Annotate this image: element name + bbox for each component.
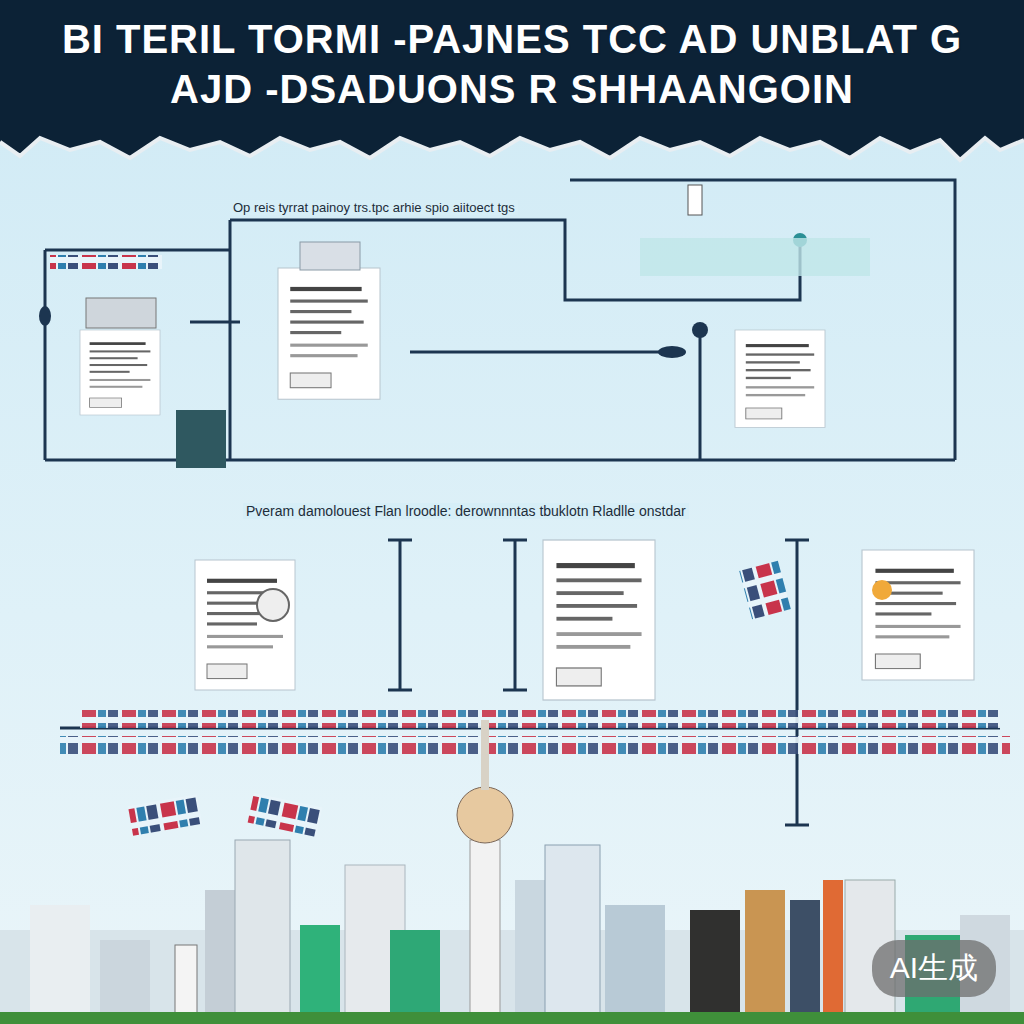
title: BI TERIL TORMI -PAJNES TCC AD UNBLAT G A…: [40, 14, 984, 114]
subtitle: Op reis tyrrat painoy trs.tpc arhie spio…: [230, 200, 518, 215]
watermark: AI生成: [872, 940, 996, 997]
subtitle: Pveram damolouest Flan lroodle: derownnn…: [243, 503, 689, 519]
